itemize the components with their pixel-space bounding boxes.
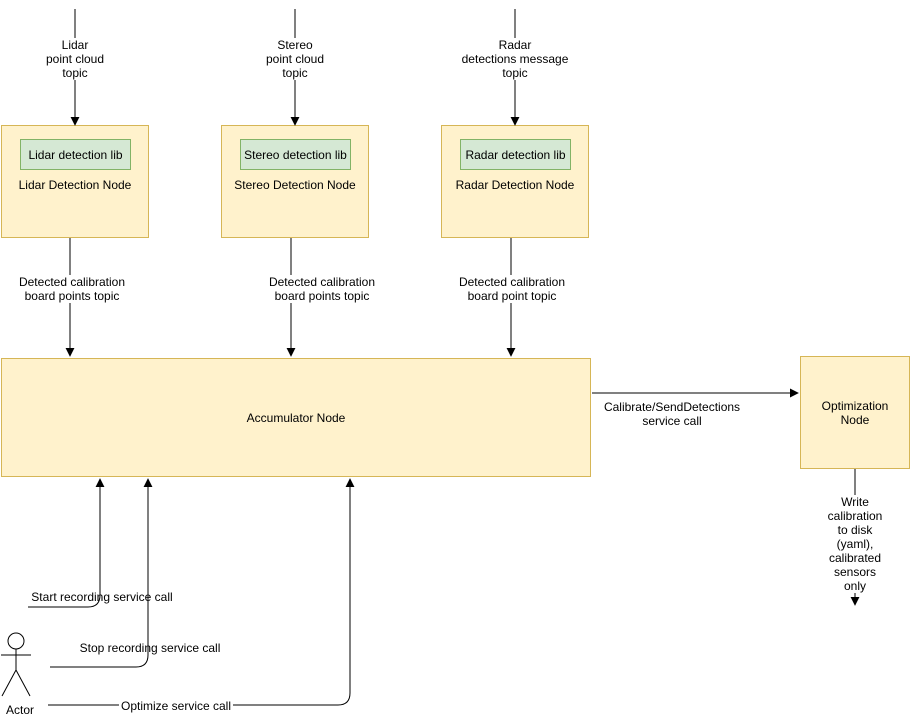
accumulator-node-title: Accumulator Node	[246, 410, 346, 425]
stereo-detection-node: Stereo detection lib Stereo Detection No…	[221, 125, 369, 238]
accumulator-node: Accumulator Node	[1, 358, 591, 477]
radar-output-label: Detected calibration board point topic	[456, 275, 568, 303]
stop-recording-connector	[50, 478, 153, 668]
optimize-connector	[48, 478, 355, 706]
actor-label: Actor	[5, 703, 35, 717]
actor-right-leg	[15, 669, 31, 697]
radar-detection-node-title: Radar Detection Node	[455, 178, 575, 192]
calibrate-service-label: Calibrate/SendDetections service call	[601, 400, 743, 428]
start-recording-connector	[28, 478, 105, 608]
radar-topic-label: Radar detections message topic	[459, 38, 571, 80]
start-recording-label: Start recording service call	[31, 590, 173, 604]
radar-detection-lib-box: Radar detection lib	[460, 139, 571, 170]
stereo-detection-lib-box: Stereo detection lib	[240, 139, 351, 170]
lidar-detection-lib-box: Lidar detection lib	[20, 139, 131, 170]
actor-figure	[1, 632, 31, 697]
actor-left-leg	[1, 669, 17, 697]
stereo-detection-lib-label: Stereo detection lib	[244, 147, 347, 162]
radar-detection-lib-label: Radar detection lib	[465, 147, 566, 162]
lidar-detection-node-title: Lidar Detection Node	[18, 178, 132, 192]
stereo-topic-label: Stereo point cloud topic	[263, 38, 327, 80]
write-calibration-label: Write calibration to disk (yaml), calibr…	[822, 495, 888, 593]
stereo-output-label: Detected calibration board points topic	[266, 275, 378, 303]
radar-detection-node: Radar detection lib Radar Detection Node	[441, 125, 589, 238]
optimization-node: Optimization Node	[800, 356, 910, 469]
optimization-node-title: Optimization Node	[821, 398, 889, 427]
actor-head	[7, 632, 25, 650]
stereo-detection-node-title: Stereo Detection Node	[234, 178, 356, 192]
stop-recording-label: Stop recording service call	[79, 641, 221, 655]
optimize-service-label: Optimize service call	[118, 699, 234, 713]
lidar-detection-node: Lidar detection lib Lidar Detection Node	[1, 125, 149, 238]
lidar-output-label: Detected calibration board points topic	[16, 275, 128, 303]
lidar-detection-lib-label: Lidar detection lib	[28, 147, 123, 162]
lidar-topic-label: Lidar point cloud topic	[43, 38, 107, 80]
